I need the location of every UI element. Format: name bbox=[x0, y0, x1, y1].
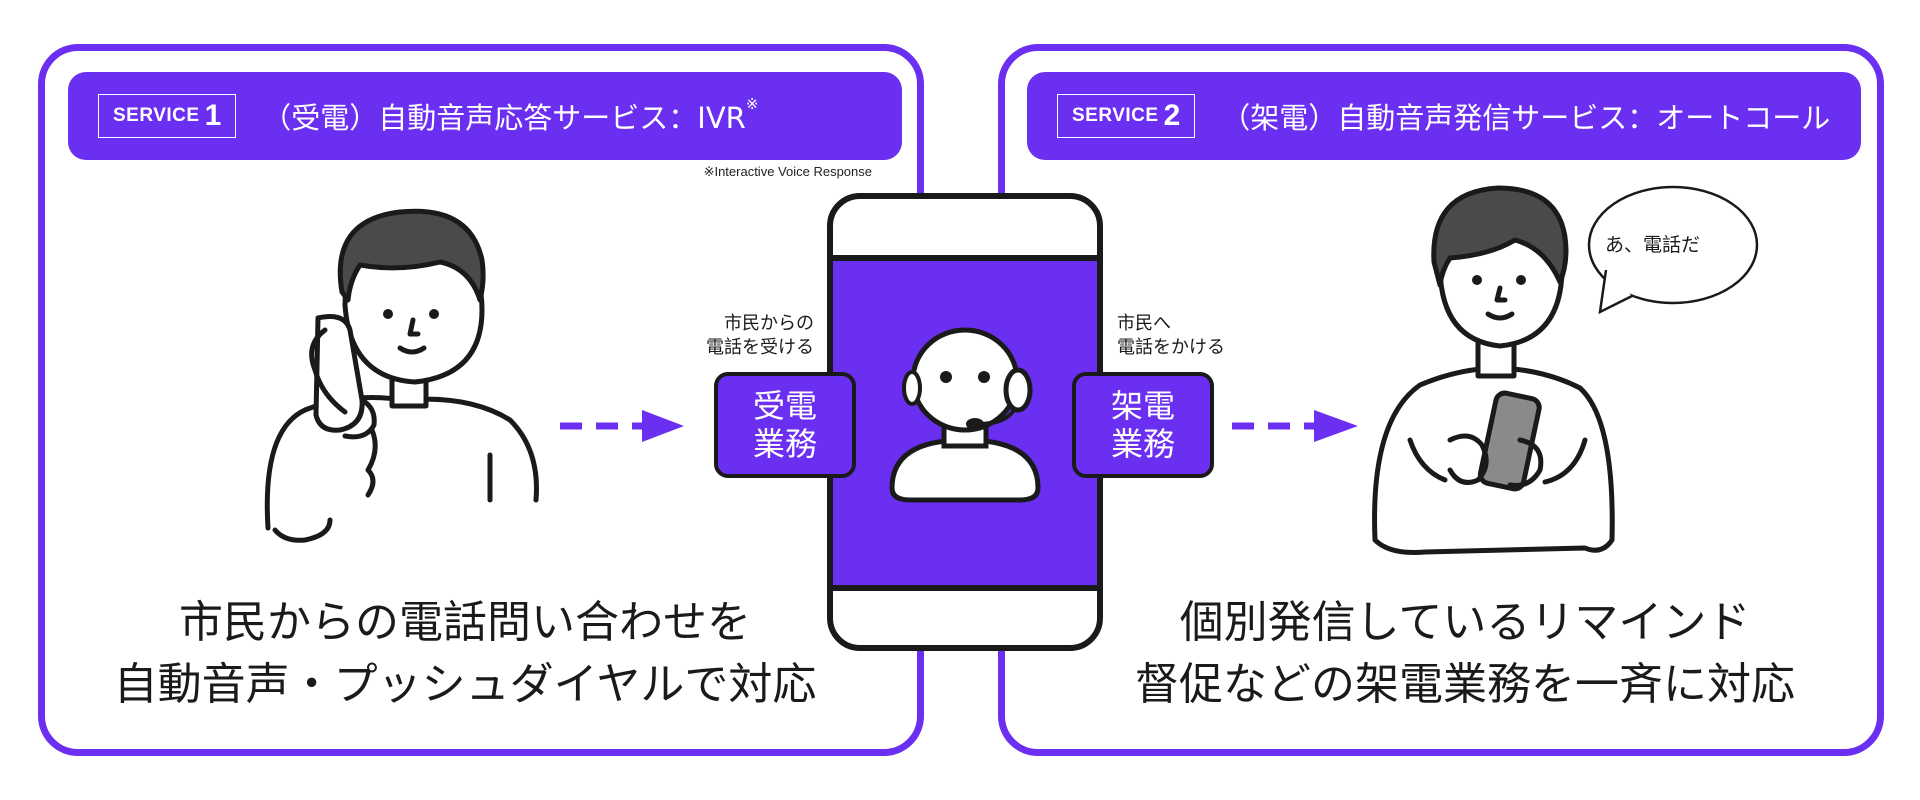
incoming-label-line-1: 市民からの bbox=[724, 313, 814, 334]
service-2-header: SERVICE 2 （架電）自動音声発信サービス：オートコール bbox=[1027, 72, 1861, 160]
service-2-caption: 個別発信しているリマインド 督促などの架電業務を一斉に対応 bbox=[1050, 592, 1880, 716]
service-1-badge-word: SERVICE bbox=[113, 105, 200, 126]
service-2-badge-word: SERVICE bbox=[1072, 105, 1159, 126]
service-1-title-mark: ※ bbox=[745, 95, 759, 113]
service-1-badge: SERVICE 1 bbox=[98, 94, 237, 138]
service-1-header: SERVICE 1 （受電）自動音声応答サービス：IVR※ bbox=[68, 72, 902, 160]
service-1-title: （受電）自動音声応答サービス：IVR※ bbox=[262, 95, 758, 137]
person-with-smartphone-icon bbox=[1372, 185, 1615, 555]
service-1-badge-number: 1 bbox=[204, 99, 222, 132]
robot-operator-icon bbox=[889, 327, 1041, 503]
outgoing-task-box: 架電 業務 bbox=[1072, 372, 1214, 478]
outgoing-task-line-1: 架電 bbox=[1110, 387, 1175, 425]
outgoing-label-line-1: 市民へ bbox=[1117, 313, 1171, 334]
speech-bubble-icon bbox=[1587, 185, 1759, 315]
service-2-badge: SERVICE 2 bbox=[1057, 94, 1196, 138]
service-2-badge-number: 2 bbox=[1163, 99, 1181, 132]
dashed-arrow-icon bbox=[1232, 410, 1358, 442]
service-1-caption-line-2: 自動音声・プッシュダイヤルで対応 bbox=[113, 659, 817, 710]
incoming-task-box: 受電 業務 bbox=[714, 372, 856, 478]
speech-bubble-text: あ、電話だ bbox=[1605, 234, 1701, 256]
incoming-call-label: 市民からの 電話を受ける bbox=[690, 312, 814, 360]
service-1-caption-line-1: 市民からの電話問い合わせを bbox=[179, 597, 751, 648]
ivr-footnote: ※Interactive Voice Response bbox=[703, 164, 872, 179]
outgoing-label-line-2: 電話をかける bbox=[1117, 337, 1225, 358]
service-1-title-text: （受電）自動音声応答サービス：IVR bbox=[262, 101, 746, 135]
dashed-arrow-icon bbox=[560, 410, 684, 442]
outgoing-call-label: 市民へ 電話をかける bbox=[1117, 312, 1225, 360]
service-2-caption-line-1: 個別発信しているリマインド bbox=[1179, 597, 1751, 648]
incoming-label-line-2: 電話を受ける bbox=[706, 337, 814, 358]
incoming-task-line-1: 受電 bbox=[752, 387, 817, 425]
incoming-task-line-2: 業務 bbox=[752, 425, 817, 463]
service-1-caption: 市民からの電話問い合わせを 自動音声・プッシュダイヤルで対応 bbox=[60, 592, 870, 716]
service-2-title: （架電）自動音声発信サービス：オートコール bbox=[1221, 101, 1831, 135]
outgoing-task-line-2: 業務 bbox=[1110, 425, 1175, 463]
service-2-caption-line-2: 督促などの架電業務を一斉に対応 bbox=[1135, 659, 1795, 710]
person-on-phone-icon bbox=[264, 208, 539, 543]
